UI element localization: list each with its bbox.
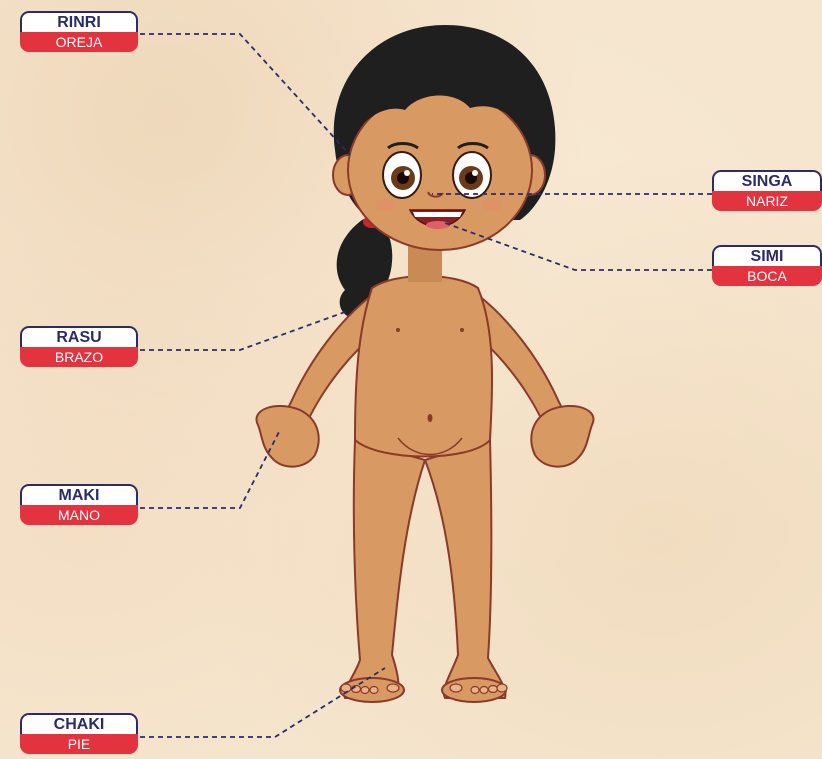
torso (355, 276, 492, 457)
label-rasu-spanish: BRAZO (20, 347, 138, 367)
label-rasu-quechua: RASU (20, 326, 138, 347)
label-maki-quechua: MAKI (20, 484, 138, 505)
label-maki: MAKI MANO (20, 484, 138, 525)
label-chaki-spanish: PIE (20, 734, 138, 754)
label-chaki: CHAKI PIE (20, 713, 138, 754)
label-maki-spanish: MANO (20, 505, 138, 525)
label-singa-spanish: NARIZ (712, 191, 822, 211)
label-rinri-spanish: OREJA (20, 32, 138, 52)
label-rinri-quechua: RINRI (20, 11, 138, 32)
leader-chaki (140, 668, 385, 737)
leader-rinri (140, 34, 350, 155)
label-simi: SIMI BOCA (712, 245, 822, 286)
left-leg (345, 440, 425, 698)
label-rasu: RASU BRAZO (20, 326, 138, 367)
label-simi-spanish: BOCA (712, 266, 822, 286)
label-singa-quechua: SINGA (712, 170, 822, 191)
leader-rasu (140, 312, 345, 350)
label-simi-quechua: SIMI (712, 245, 822, 266)
right-leg (425, 440, 505, 698)
label-chaki-quechua: CHAKI (20, 713, 138, 734)
leader-maki (140, 430, 280, 508)
label-singa: SINGA NARIZ (712, 170, 822, 211)
label-rinri: RINRI OREJA (20, 11, 138, 52)
